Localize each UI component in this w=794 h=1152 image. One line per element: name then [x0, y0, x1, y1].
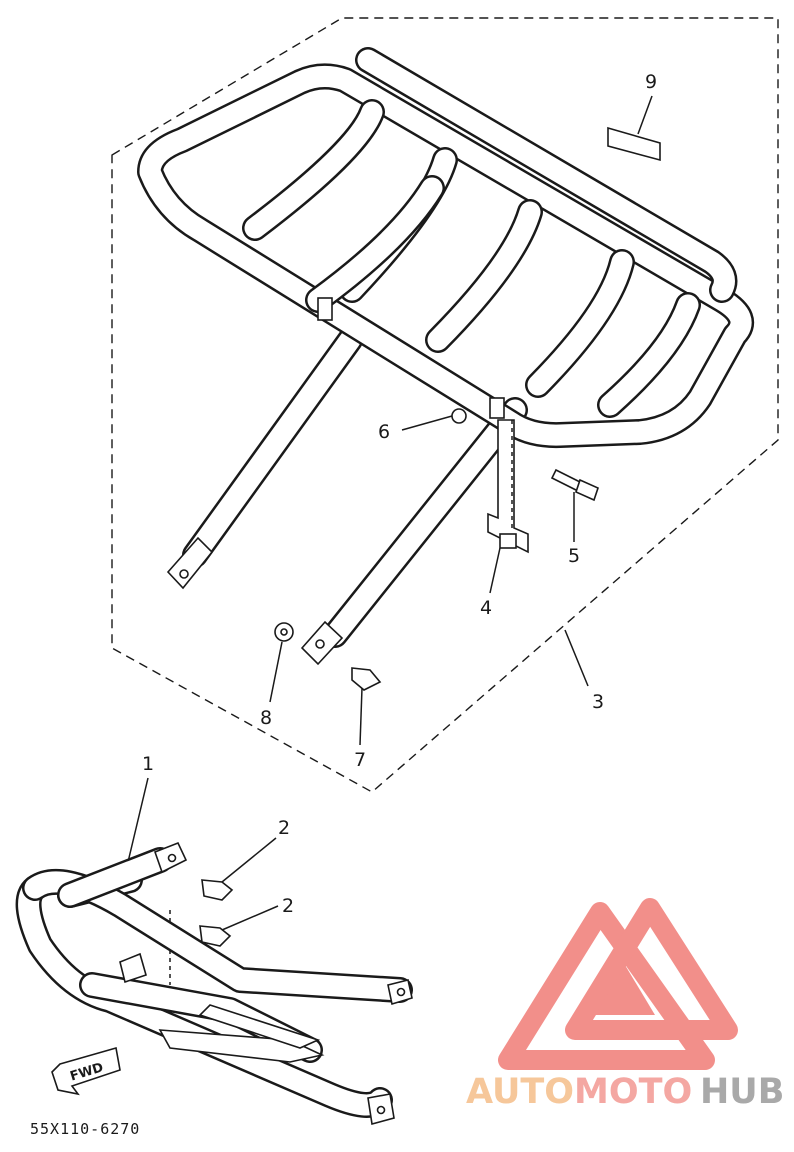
part-number-2b: 2 [282, 895, 294, 917]
drawing-code: 55X110-6270 [30, 1120, 140, 1138]
label-plate [607, 126, 661, 162]
assembly-boundary [111, 17, 779, 793]
part-number-6: 6 [378, 421, 390, 443]
part-number-1: 1 [142, 753, 154, 775]
part-number-4: 4 [480, 597, 492, 619]
nut-6 [451, 408, 467, 424]
bolt-2-upper [201, 879, 234, 901]
bracket [487, 419, 529, 554]
front-guard [15, 841, 413, 1126]
part-number-5: 5 [568, 545, 580, 567]
part-number-9: 9 [645, 71, 657, 93]
rear-carrier [137, 47, 755, 666]
bolt-2-lower [199, 925, 232, 947]
automotohub-logo [498, 898, 738, 1070]
watermark-moto: MOTO [574, 1072, 692, 1112]
part-number-3: 3 [592, 691, 604, 713]
watermark-auto: AUTO [466, 1072, 574, 1112]
fwd-arrow-icon: FWD [51, 1046, 121, 1096]
watermark-text: AUTO MOTO HUB [466, 1072, 784, 1112]
watermark-hub: HUB [700, 1072, 784, 1112]
part-number-8: 8 [260, 707, 272, 729]
part-number-2a: 2 [278, 817, 290, 839]
bolt-5 [550, 468, 599, 502]
bolt-7 [351, 667, 382, 691]
leader-lines [127, 95, 653, 985]
part-number-7: 7 [354, 749, 366, 771]
